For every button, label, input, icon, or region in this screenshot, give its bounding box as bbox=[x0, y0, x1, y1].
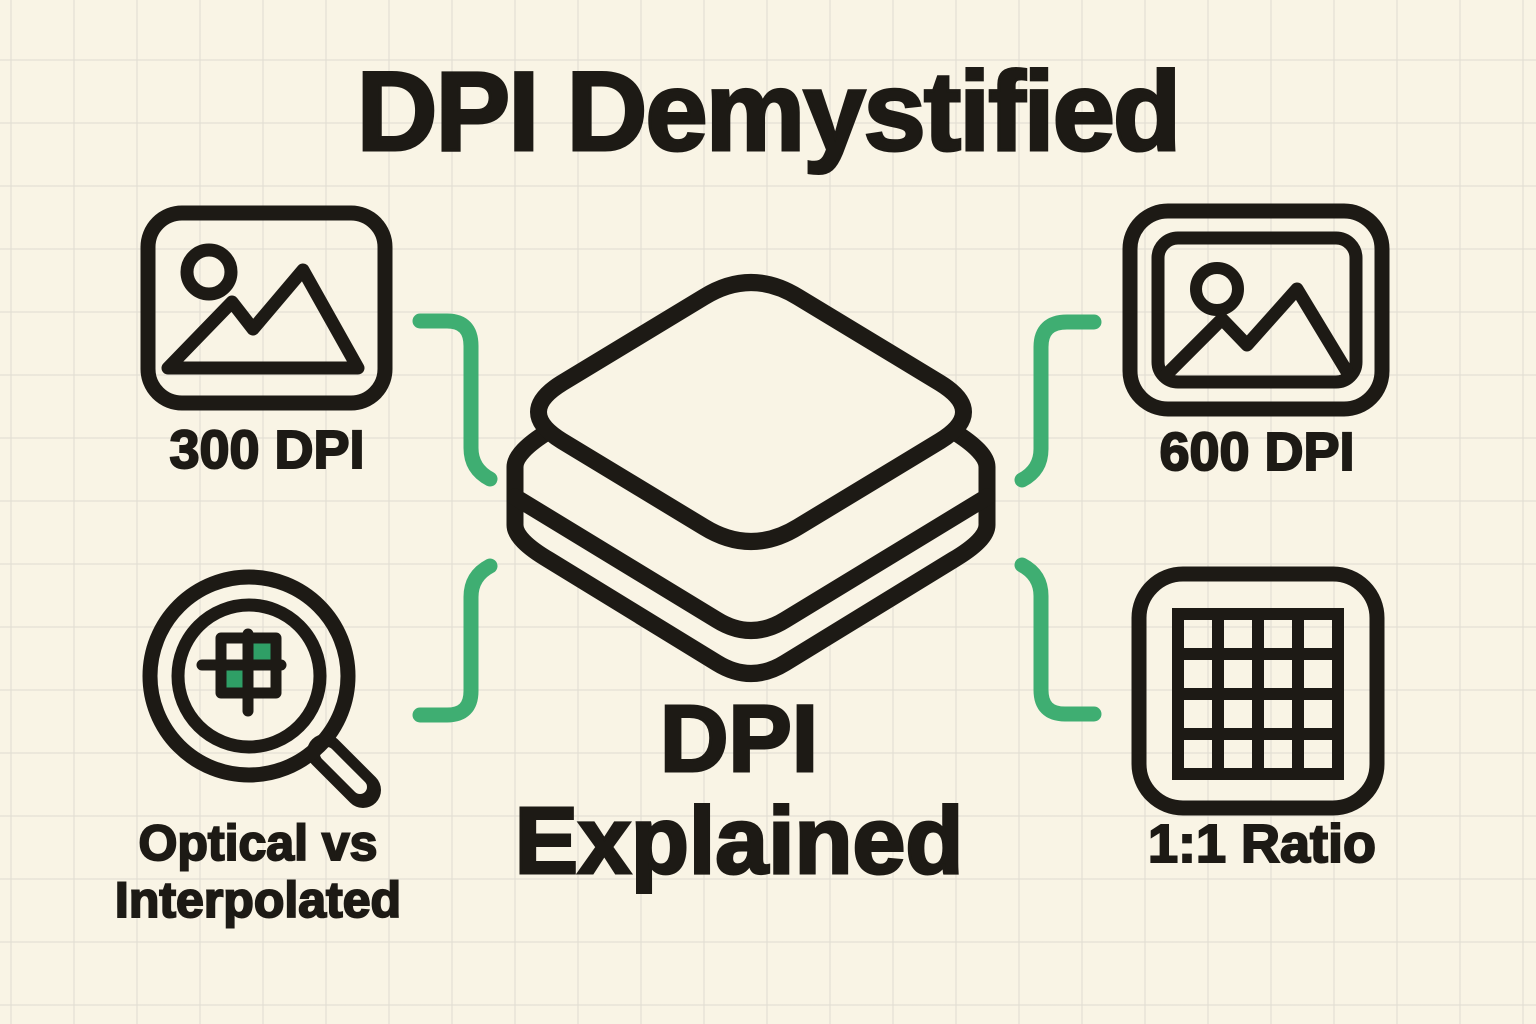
label-line-1: DPI bbox=[658, 686, 819, 792]
grid-4x4 bbox=[1172, 608, 1344, 780]
label-300-dpi: 300 DPI bbox=[168, 419, 365, 481]
lens-outer-ring bbox=[142, 569, 356, 783]
image-icon bbox=[140, 205, 393, 411]
page-title: DPI Demystified bbox=[355, 49, 1183, 174]
mountain-shape bbox=[161, 263, 365, 375]
connector-top-left bbox=[412, 313, 498, 487]
sun-circle bbox=[1190, 262, 1244, 316]
magnifier-pixel-icon bbox=[142, 569, 381, 808]
lens-inner-ring bbox=[171, 598, 327, 754]
connector-bottom-left bbox=[412, 558, 498, 723]
label-dpi-explained: DPI Explained bbox=[439, 686, 1039, 894]
connector-top-right bbox=[1014, 314, 1102, 488]
sun-circle bbox=[180, 243, 238, 301]
label-600-dpi: 600 DPI bbox=[1158, 421, 1355, 483]
label-optical-vs-interpolated: Optical vs Interpolated bbox=[8, 814, 508, 929]
stack-top-layer bbox=[530, 274, 972, 550]
label-line-2: Interpolated bbox=[114, 871, 402, 929]
label-1-1-ratio: 1:1 Ratio bbox=[1147, 813, 1377, 875]
pixel-grid-icon bbox=[1131, 566, 1385, 816]
mountain-shape bbox=[1159, 282, 1356, 382]
stack-divider bbox=[506, 488, 996, 639]
framed-image-icon bbox=[1122, 203, 1390, 417]
layers-stack-icon bbox=[506, 274, 996, 682]
label-line-2: Explained bbox=[513, 788, 965, 894]
label-line-1: Optical vs bbox=[138, 814, 379, 872]
pixel-green-bottom-left bbox=[226, 669, 244, 689]
connector-bottom-right bbox=[1014, 557, 1102, 722]
pixel-green-top-right bbox=[253, 643, 273, 661]
